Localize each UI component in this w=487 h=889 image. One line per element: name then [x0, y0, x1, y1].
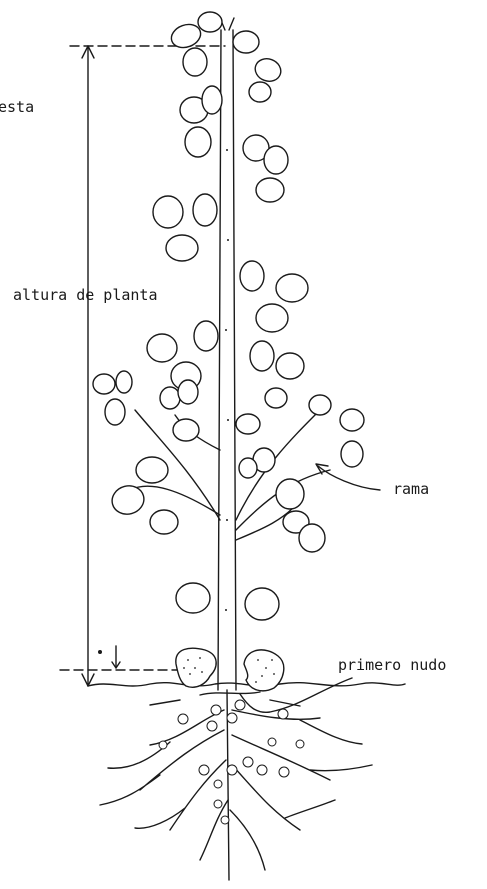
root-system: [100, 690, 372, 880]
branch-label: rama: [393, 480, 429, 498]
top-partial-label: esta: [0, 98, 34, 116]
node-marker-dot: [98, 650, 102, 654]
branch-pointer: [318, 466, 380, 490]
cotyledons: [176, 648, 284, 691]
plant-height-label: altura de planta: [13, 286, 158, 304]
first-node-label: primero nudo: [338, 656, 446, 674]
main-stem: [218, 18, 236, 690]
leaves: [93, 12, 364, 620]
ground-line: [88, 683, 405, 686]
